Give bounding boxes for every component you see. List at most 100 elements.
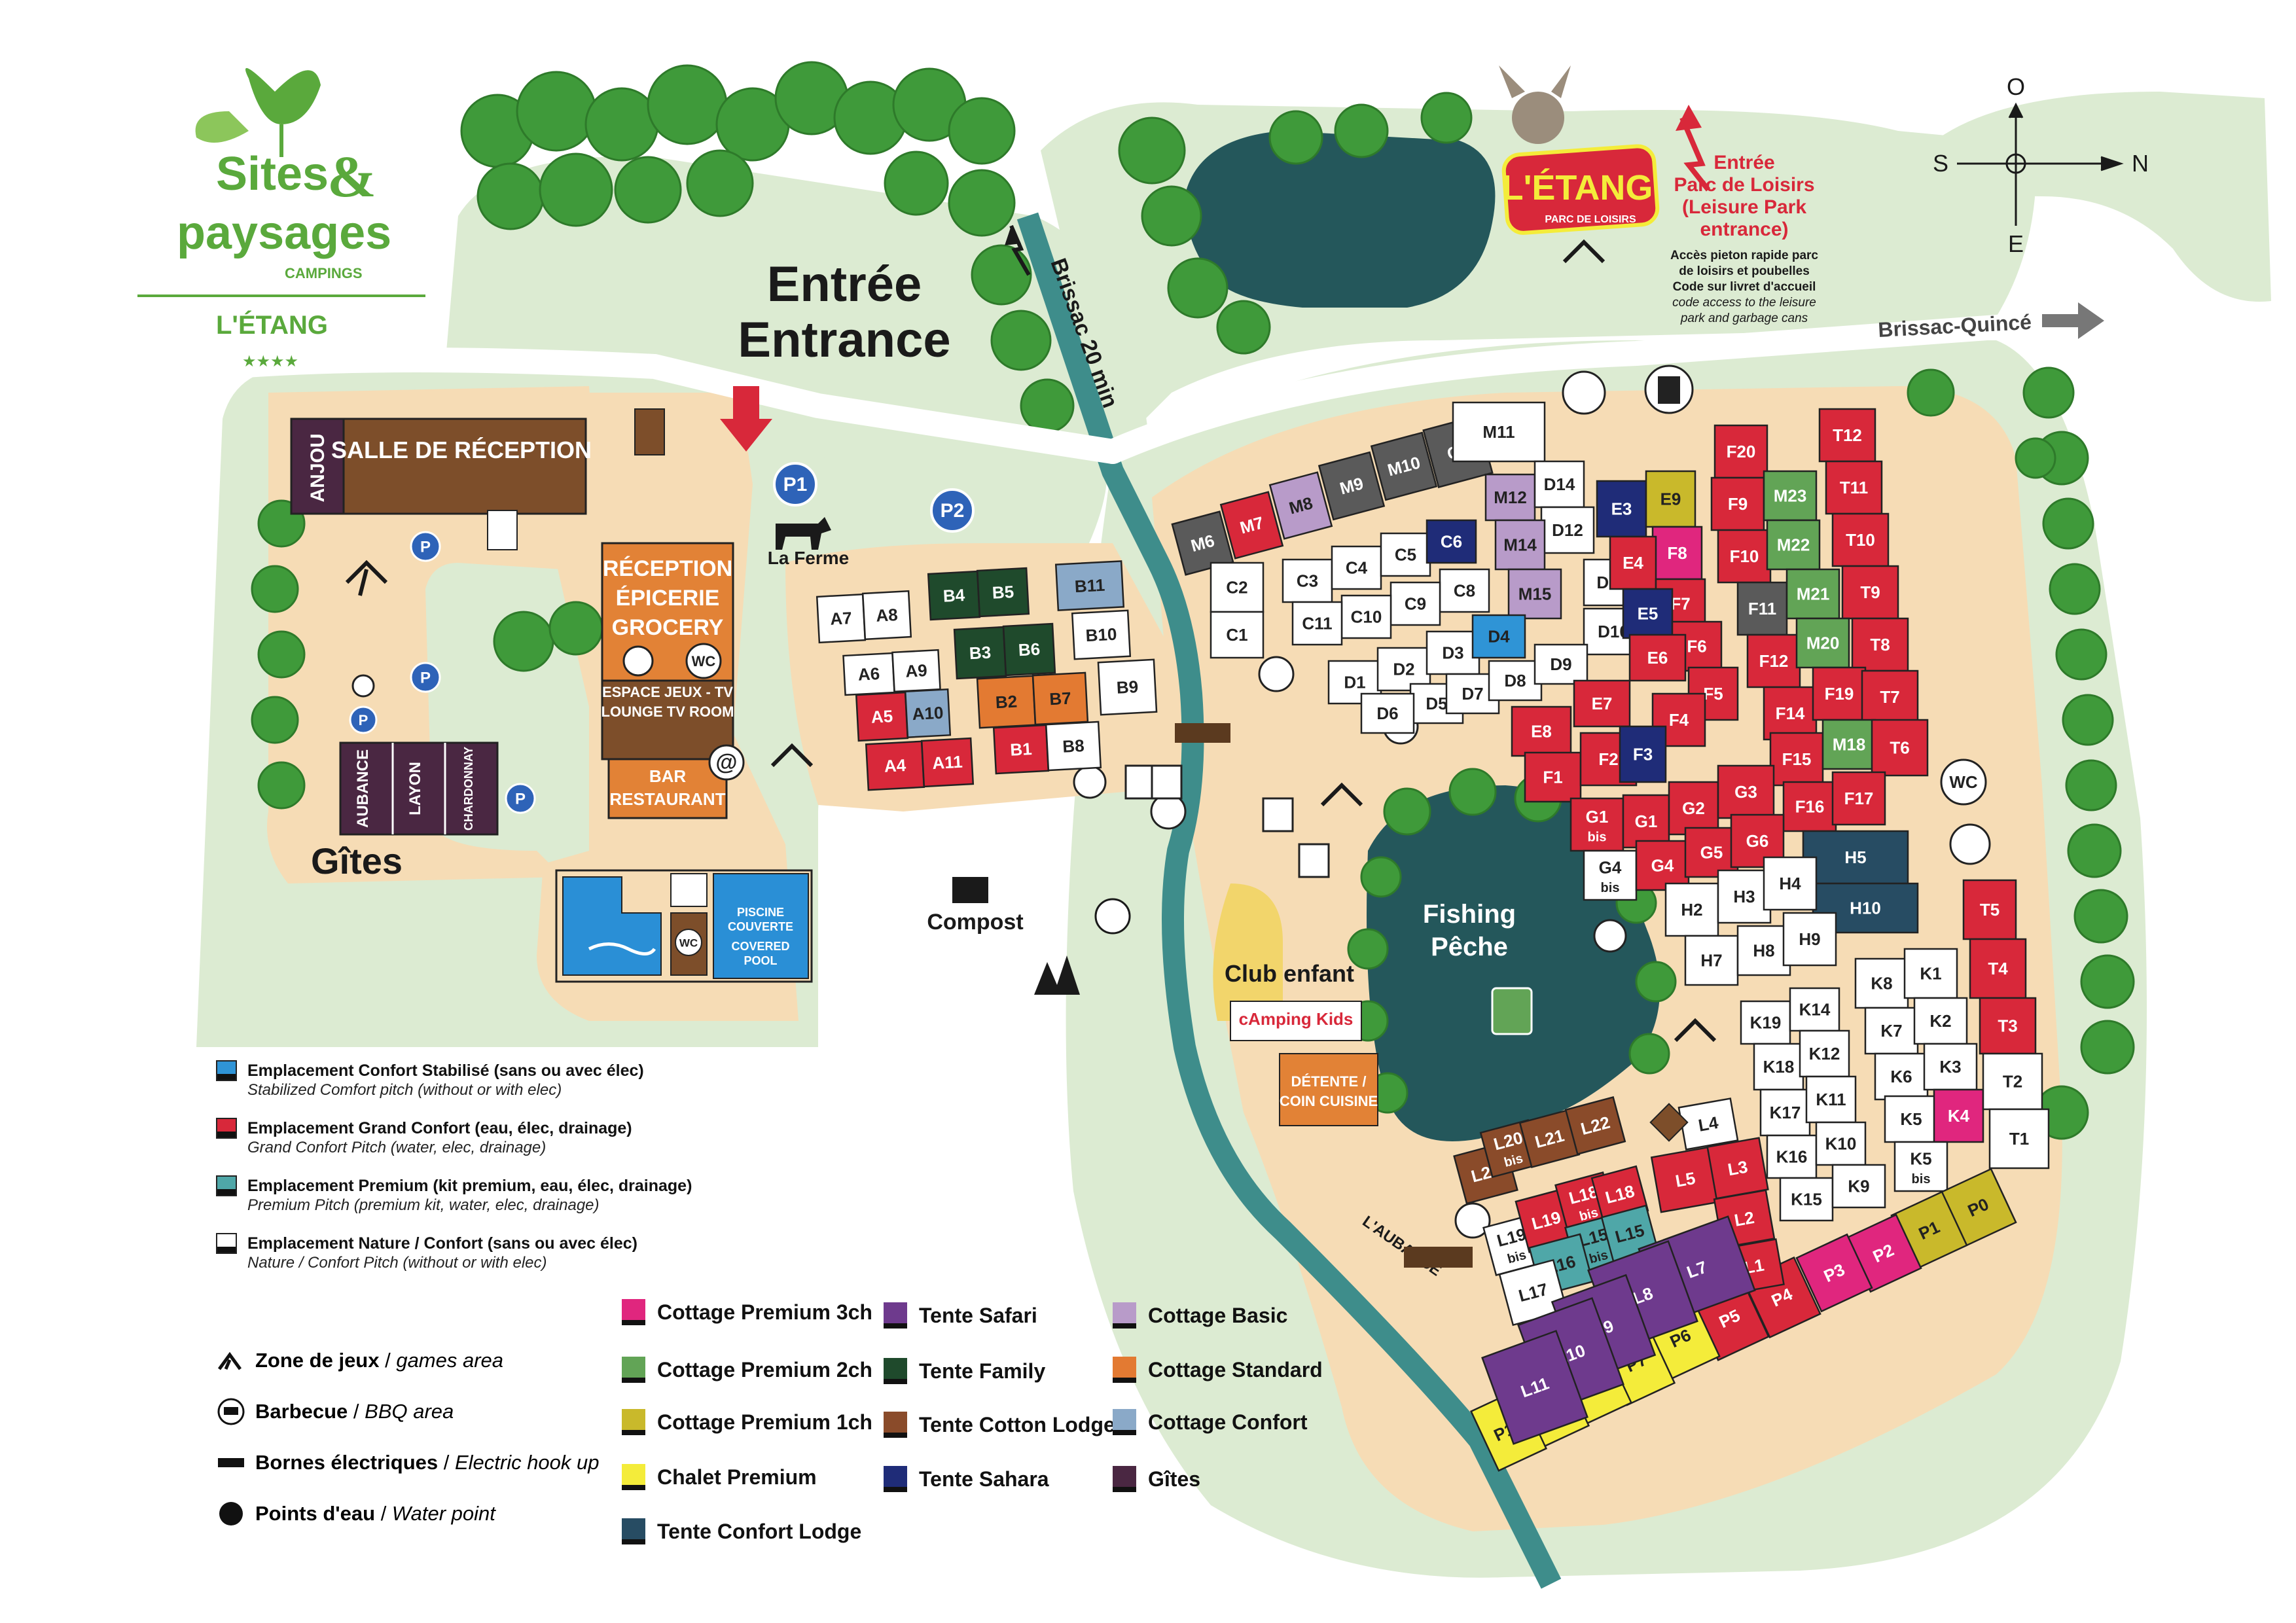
icon-legend-item: Points d'eau / Water point — [216, 1488, 600, 1539]
pitch-label-suffix: bis — [1588, 830, 1607, 844]
pitch-label: T7 — [1880, 687, 1899, 707]
svg-text:entrance): entrance) — [1700, 219, 1788, 240]
compost-label: Compost — [927, 910, 1023, 935]
reception-building: RÉCEPTION ÉPICERIE GROCERY ESPACE JEUX -… — [601, 542, 745, 819]
pitch-label: E4 — [1623, 553, 1643, 573]
pitch-l11: L11 — [1481, 1330, 1588, 1445]
compost-icon — [952, 877, 988, 903]
pitch-label: H10 — [1850, 898, 1881, 918]
pitch-box — [1710, 476, 1765, 531]
detente-building — [1279, 1053, 1378, 1126]
pitch-label: K17 — [1770, 1103, 1801, 1122]
pitch-label: D6 — [1376, 704, 1398, 723]
type-legend-item: Gîtes — [1113, 1466, 1200, 1492]
pitch-label: B9 — [1116, 677, 1139, 698]
entrance-arrow-icon — [720, 386, 772, 452]
pitch-m14: M14 — [1494, 519, 1546, 571]
svg-text:Entrée: Entrée — [1713, 152, 1774, 173]
pitch-m8: M8 — [1268, 471, 1333, 540]
pitch-box — [1763, 856, 1818, 911]
pitch-k14: K14 — [1789, 987, 1840, 1032]
svg-text:Parc de Loisirs: Parc de Loisirs — [1674, 174, 1814, 196]
pitch-box — [1426, 630, 1480, 675]
pitch-label: E7 — [1592, 694, 1613, 713]
pitch-label: K5 — [1910, 1149, 1931, 1168]
wifi-icon — [708, 744, 745, 781]
covered-pool — [713, 873, 809, 979]
pitch-m22: M22 — [1766, 519, 1821, 571]
pitch-label: D8 — [1504, 671, 1526, 690]
aubance-stream — [1016, 212, 1562, 1589]
pitch-box — [1818, 408, 1876, 463]
pitch-box — [976, 567, 1030, 618]
pitch-label: K19 — [1750, 1012, 1782, 1032]
pitch-label: K4 — [1948, 1106, 1970, 1126]
svg-text:@: @ — [715, 750, 737, 775]
svg-text:RESTAURANT: RESTAURANT — [609, 789, 725, 809]
pitch-label: K8 — [1871, 973, 1892, 993]
playground-icon — [1562, 239, 1605, 264]
pitch-label: K16 — [1776, 1147, 1808, 1166]
pitch-label: M11 — [1482, 422, 1515, 442]
pitch-label: F5 — [1703, 684, 1723, 704]
svg-text:code access to the leisure: code access to the leisure — [1672, 296, 1816, 310]
parc-entrance-arrow-icon — [1676, 105, 1702, 131]
pitch-label: D3 — [1442, 643, 1463, 662]
pitch-g1: G1 — [1622, 794, 1670, 849]
legend-swatch — [216, 1175, 237, 1196]
svg-text:WC: WC — [1949, 772, 1978, 792]
svg-text:PISCINE: PISCINE — [737, 906, 784, 919]
farm-goat-icon — [776, 517, 831, 550]
type-swatch — [622, 1299, 645, 1325]
pitch-box — [1831, 1164, 1886, 1209]
pitch-label: A6 — [857, 664, 880, 685]
pitch-p3: P3 — [1795, 1233, 1873, 1313]
pitch-b11: B11 — [1054, 560, 1125, 611]
svg-text:ESPACE JEUX - TV: ESPACE JEUX - TV — [602, 684, 733, 700]
leisure-park: L'ÉTANG PARC DE LOISIRS Entrée Parc de L… — [1499, 65, 1818, 325]
pitch-label: B11 — [1074, 575, 1105, 596]
type-legend-item: Tente Confort Lodge — [622, 1518, 861, 1544]
pitch-label: H7 — [1700, 950, 1722, 970]
pitch-label: T11 — [1840, 478, 1868, 497]
pitch-m11: M11 — [1452, 401, 1546, 463]
pitch-box — [1651, 526, 1703, 580]
parking-icon — [505, 783, 536, 814]
svg-text:DÉTENTE /: DÉTENTE / — [1291, 1073, 1367, 1090]
type-swatch — [1113, 1357, 1136, 1383]
pitch-h5: H5 — [1802, 830, 1909, 885]
pitch-k4: K4 — [1933, 1088, 1984, 1143]
pitch-b8: B8 — [1045, 721, 1102, 772]
pitch-g5: G5 — [1684, 827, 1739, 878]
pitch-t5: T5 — [1962, 879, 2017, 940]
pitch-label: F19 — [1825, 684, 1854, 704]
pitch-label: F12 — [1759, 651, 1789, 671]
pitch-h8: H8 — [1736, 925, 1791, 976]
type-swatch — [884, 1358, 907, 1384]
pitch-label: B7 — [1049, 688, 1072, 709]
pitch-b7: B7 — [1031, 671, 1089, 726]
pitch-box — [1871, 719, 1929, 777]
pitch-label: E9 — [1660, 489, 1681, 508]
type-legend-item: Cottage Premium 2ch — [622, 1357, 872, 1383]
legend-swatch — [216, 1118, 237, 1139]
pitch-label: H8 — [1753, 940, 1774, 960]
pitch-label: B2 — [995, 692, 1018, 713]
pitch-label: G4 — [1651, 855, 1674, 875]
pitch-label: F3 — [1633, 744, 1653, 764]
pitch-e8: E8 — [1511, 705, 1572, 757]
pitch-label: F15 — [1782, 749, 1812, 769]
pitch-k18: K18 — [1753, 1043, 1804, 1091]
pitch-box — [1452, 401, 1546, 463]
pitch-f20: F20 — [1713, 424, 1768, 479]
pitch-label: D12 — [1552, 520, 1583, 540]
pitch-d3: D3 — [1426, 630, 1480, 675]
pitch-label: F4 — [1669, 710, 1689, 730]
pitch-l21: L21 — [1518, 1109, 1581, 1169]
pitch-label: A7 — [830, 608, 853, 629]
svg-text:CHARDONNAY: CHARDONNAY — [462, 747, 475, 830]
playground-icon — [345, 560, 388, 596]
legend-swatch — [216, 1233, 237, 1254]
